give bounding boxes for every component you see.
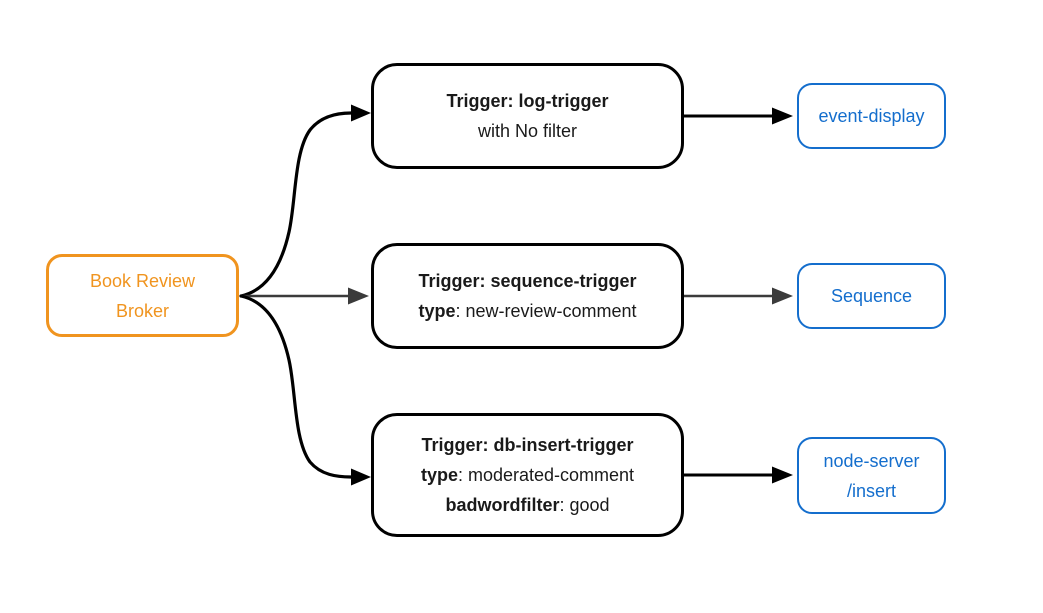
target-node-server-label-line1: node-server (823, 450, 920, 471)
trigger-node-log: Trigger: log-trigger with No filter (371, 63, 684, 169)
trigger-db-insert-title: Trigger: db-insert-trigger (421, 430, 633, 460)
arrowhead-sequence-icon (772, 287, 793, 305)
broker-label-line2: Broker (115, 300, 169, 321)
target-node-event-display: event-display (797, 83, 946, 149)
trigger-node-sequence: Trigger: sequence-trigger type: new-revi… (371, 243, 684, 349)
target-node-node-server: node-server /insert (797, 437, 946, 514)
arrowhead-sequence-trigger-icon (348, 287, 369, 305)
trigger-sequence-detail: type: new-review-comment (418, 296, 636, 326)
arrowhead-event-display-icon (772, 107, 793, 125)
target-node-server-label-line2: /insert (846, 480, 897, 501)
arrowhead-node-server-icon (772, 466, 793, 484)
trigger-sequence-title-text: Trigger: sequence-trigger (418, 271, 637, 291)
trigger-db-insert-title-text: Trigger: db-insert-trigger (421, 435, 634, 455)
trigger-log-detail-rest: with No filter (477, 121, 578, 141)
trigger-sequence-title: Trigger: sequence-trigger (418, 266, 636, 296)
trigger-db-insert-detail2-rest: : good (559, 495, 610, 515)
edge-broker-to-log-trigger (239, 111, 353, 298)
trigger-log-detail: with No filter (478, 116, 577, 146)
target-node-sequence: Sequence (797, 263, 946, 329)
trigger-db-insert-detail1-bold: type (420, 465, 458, 485)
trigger-db-insert-detail1-rest: : moderated-comment (457, 465, 635, 485)
arrowhead-db-insert-trigger-icon (351, 468, 371, 486)
trigger-sequence-detail-rest: : new-review-comment (455, 301, 637, 321)
broker-label-line1: Book Review (89, 270, 196, 291)
edge-broker-to-db-insert-trigger (239, 294, 353, 479)
trigger-db-insert-detail2-bold: badwordfilter (445, 495, 560, 515)
target-sequence-label: Sequence (830, 286, 913, 306)
trigger-log-title: Trigger: log-trigger (447, 86, 609, 116)
target-event-display-label: event-display (818, 106, 925, 126)
trigger-node-db-insert: Trigger: db-insert-trigger type: moderat… (371, 413, 684, 537)
arrowhead-log-trigger-icon (351, 104, 371, 122)
broker-node: Book Review Broker (46, 254, 239, 337)
trigger-log-title-text: Trigger: log-trigger (446, 91, 609, 111)
trigger-db-insert-detail2: badwordfilter: good (445, 490, 609, 520)
trigger-sequence-detail-bold: type (418, 301, 456, 321)
trigger-db-insert-detail1: type: moderated-comment (421, 460, 634, 490)
